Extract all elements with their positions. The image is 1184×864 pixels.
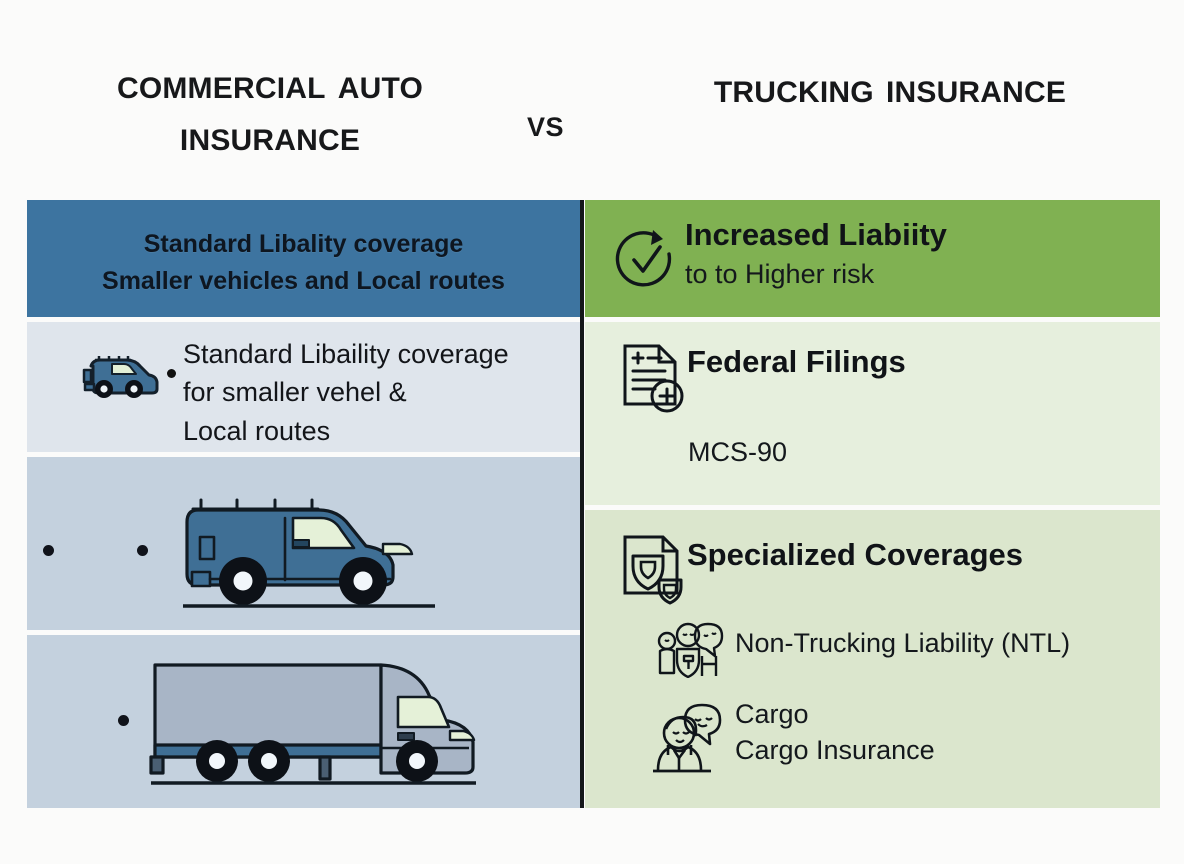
versus-label: vs [527,103,565,145]
federal-filings-item-mcs90: MCS-90 [688,437,788,467]
left-row-standard-liability: Standard Libaility coverage for smaller … [27,322,580,452]
right-column-title: Trucking Insurance [713,64,1067,112]
left-row-semi-truck [27,635,580,808]
left-row2-line3: Local routes [183,415,331,446]
left-column-title: Commercial auto Insurance [116,60,424,161]
row-bullet-dot [167,369,176,378]
cargo-label-line2: Cargo Insurance [735,734,935,765]
small-van-icon [79,346,163,407]
titles-area: Commercial auto Insurance vs Trucking In… [0,0,1184,190]
right-header-band: Increased Liabiity to to Higher risk [585,200,1160,317]
ntl-label: Non-Trucking Liability (NTL) [735,628,1071,658]
specialized-coverages-title: Specialized Coverages [687,537,1023,572]
people-shield-icon [655,618,731,683]
left-row-cargo-van [27,457,580,630]
cargo-label-line1: Cargo [735,699,809,729]
federal-filings-title: Federal Filings [687,344,906,379]
row-bullet-dot [118,715,129,726]
cargo-label: Cargo Cargo Insurance [735,697,935,768]
left-header-text: Standard Libality coverage Smaller vehic… [27,226,580,300]
right-header-text: Increased Liabiity to to Higher risk [685,216,947,292]
commercial-auto-column: Standard Libality coverage Smaller vehic… [27,200,580,808]
trucking-insurance-column: Increased Liabiity to to Higher risk Fed… [585,200,1160,808]
left-header-line2: Smaller vehicles and Local routes [102,267,505,295]
column-divider [580,200,584,808]
people-icon [650,700,730,779]
document-plus-icon [617,340,689,423]
row-bullet-dot [137,545,148,556]
left-header-line1: Standard Libality coverage [143,230,464,258]
left-row2-line2: for smaller vehel & [183,377,407,408]
comparison-board: Standard Libality coverage Smaller vehic… [27,200,1160,808]
left-row2-line1: Standard Libaility coverage [183,339,509,369]
right-header-title: Increased Liabiity [685,217,947,252]
left-header-band: Standard Libality coverage Smaller vehic… [27,200,580,317]
check-circle-arrow-icon [615,226,681,297]
row-bullet-dot [43,545,54,556]
right-header-subtitle: to to Higher risk [685,258,875,289]
semi-truck-illustration [145,653,485,796]
right-row-federal-filings: Federal Filings MCS-90 [585,322,1160,505]
shield-document-icon [617,532,689,611]
cargo-van-illustration [175,484,445,621]
right-row-specialized-coverages: Specialized Coverages [585,510,1160,808]
left-row2-text: Standard Libaility coverage for smaller … [183,335,509,450]
